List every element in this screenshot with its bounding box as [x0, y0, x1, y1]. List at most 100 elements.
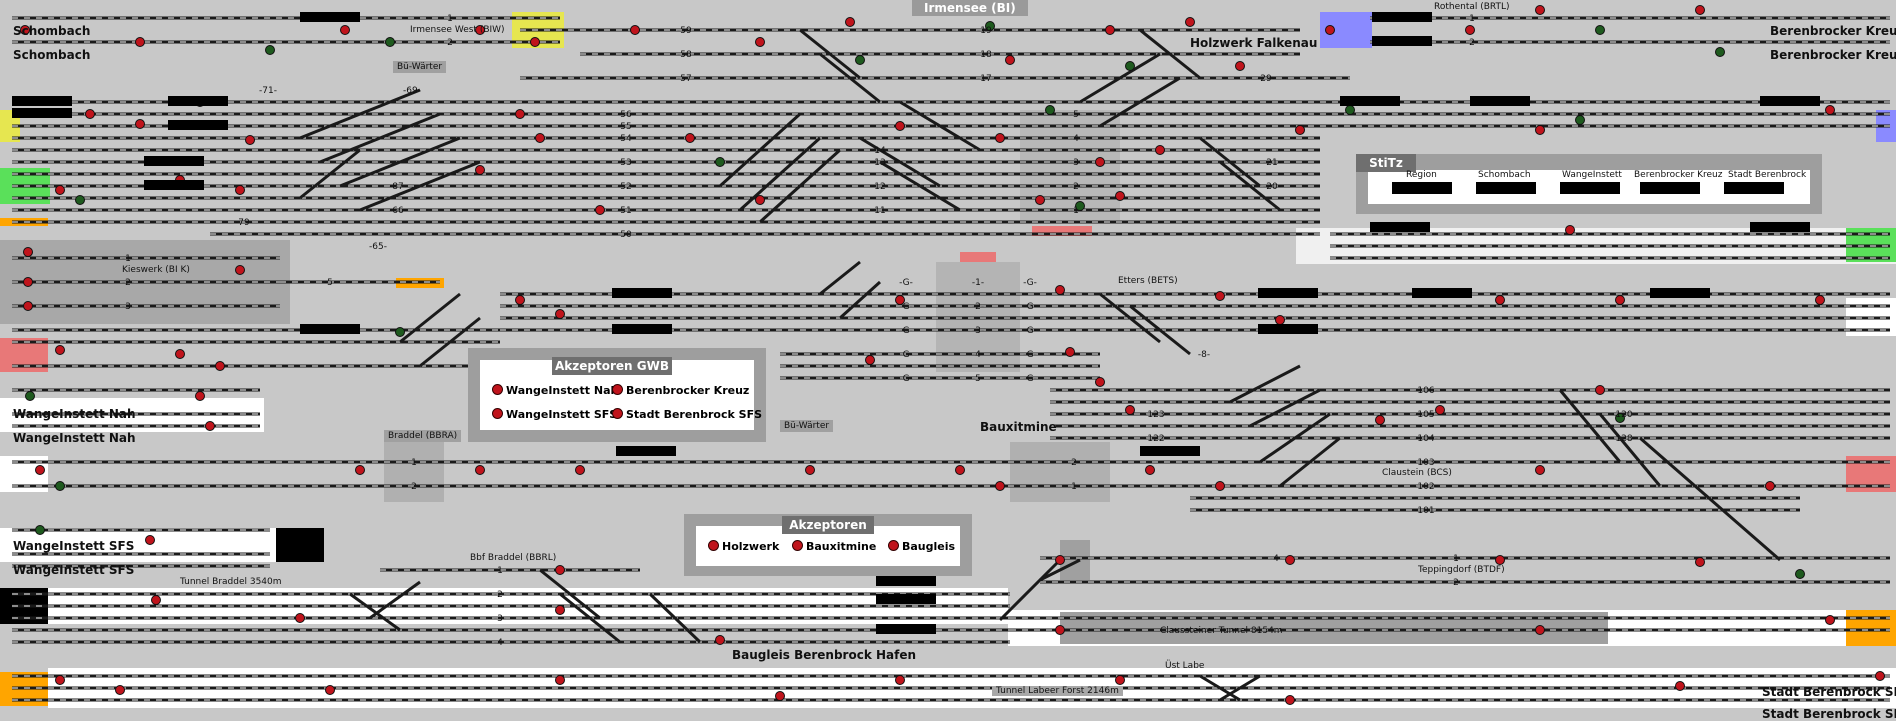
- signal-icon[interactable]: [475, 25, 485, 35]
- signal-icon[interactable]: [325, 685, 335, 695]
- signal-icon[interactable]: [805, 465, 815, 475]
- signal-icon[interactable]: [1235, 61, 1245, 71]
- signal-icon[interactable]: [895, 675, 905, 685]
- akzeptor-bauxitmine[interactable]: Bauxitmine: [792, 540, 876, 553]
- signal-icon[interactable]: [385, 37, 395, 47]
- signal-icon[interactable]: [1275, 315, 1285, 325]
- signal-icon[interactable]: [1075, 201, 1085, 211]
- signal-icon[interactable]: [685, 133, 695, 143]
- signal-icon[interactable]: [1285, 555, 1295, 565]
- signal-icon[interactable]: [895, 121, 905, 131]
- signal-icon[interactable]: [1495, 295, 1505, 305]
- signal-icon[interactable]: [1055, 555, 1065, 565]
- signal-icon[interactable]: [85, 109, 95, 119]
- signal-icon[interactable]: [530, 37, 540, 47]
- signal-icon[interactable]: [215, 361, 225, 371]
- signal-icon[interactable]: [1875, 671, 1885, 681]
- signal-icon[interactable]: [1055, 625, 1065, 635]
- signal-icon[interactable]: [1695, 5, 1705, 15]
- signal-icon[interactable]: [865, 355, 875, 365]
- signal-icon[interactable]: [775, 691, 785, 701]
- signal-icon[interactable]: [1215, 481, 1225, 491]
- signal-icon[interactable]: [25, 391, 35, 401]
- signal-icon[interactable]: [1035, 195, 1045, 205]
- signal-icon[interactable]: [715, 157, 725, 167]
- signal-icon[interactable]: [115, 685, 125, 695]
- signal-icon[interactable]: [1715, 47, 1725, 57]
- signal-icon[interactable]: [855, 55, 865, 65]
- signal-icon[interactable]: [1465, 25, 1475, 35]
- akzeptor-holzwerk[interactable]: Holzwerk: [708, 540, 779, 553]
- signal-icon[interactable]: [75, 195, 85, 205]
- signal-icon[interactable]: [1105, 25, 1115, 35]
- signal-icon[interactable]: [1155, 145, 1165, 155]
- signal-icon[interactable]: [205, 421, 215, 431]
- signal-icon[interactable]: [1495, 555, 1505, 565]
- signal-icon[interactable]: [1575, 115, 1585, 125]
- signal-icon[interactable]: [35, 525, 45, 535]
- signal-icon[interactable]: [1535, 125, 1545, 135]
- akzeptor-stadt-berenbrock-sfs[interactable]: Stadt Berenbrock SFS: [612, 408, 762, 421]
- signal-icon[interactable]: [1095, 157, 1105, 167]
- signal-icon[interactable]: [1795, 569, 1805, 579]
- signal-icon[interactable]: [1005, 55, 1015, 65]
- signal-icon[interactable]: [195, 391, 205, 401]
- signal-icon[interactable]: [1285, 695, 1295, 705]
- signal-icon[interactable]: [151, 595, 161, 605]
- signal-icon[interactable]: [23, 247, 33, 257]
- signal-icon[interactable]: [1765, 481, 1775, 491]
- signal-icon[interactable]: [475, 465, 485, 475]
- signal-icon[interactable]: [1045, 105, 1055, 115]
- signal-icon[interactable]: [145, 535, 155, 545]
- signal-icon[interactable]: [1815, 295, 1825, 305]
- signal-icon[interactable]: [535, 133, 545, 143]
- signal-icon[interactable]: [395, 327, 405, 337]
- akzeptor-wangeinstett-sfs[interactable]: WangeInstett SFS: [492, 408, 617, 421]
- signal-icon[interactable]: [35, 465, 45, 475]
- signal-icon[interactable]: [475, 165, 485, 175]
- signal-icon[interactable]: [23, 277, 33, 287]
- signal-icon[interactable]: [1325, 25, 1335, 35]
- signal-icon[interactable]: [1825, 615, 1835, 625]
- signal-icon[interactable]: [555, 605, 565, 615]
- signal-icon[interactable]: [55, 185, 65, 195]
- signal-icon[interactable]: [1215, 291, 1225, 301]
- signal-icon[interactable]: [715, 635, 725, 645]
- akzeptor-berenbrocker-kreuz[interactable]: Berenbrocker Kreuz: [612, 384, 749, 397]
- signal-icon[interactable]: [1125, 405, 1135, 415]
- signal-icon[interactable]: [1535, 465, 1545, 475]
- signal-icon[interactable]: [20, 25, 30, 35]
- signal-icon[interactable]: [1615, 295, 1625, 305]
- signal-icon[interactable]: [135, 37, 145, 47]
- signal-icon[interactable]: [995, 481, 1005, 491]
- signal-icon[interactable]: [845, 17, 855, 27]
- signal-icon[interactable]: [1565, 225, 1575, 235]
- signal-icon[interactable]: [555, 675, 565, 685]
- signal-icon[interactable]: [1185, 17, 1195, 27]
- signal-icon[interactable]: [1095, 377, 1105, 387]
- signal-icon[interactable]: [1825, 105, 1835, 115]
- signal-icon[interactable]: [755, 37, 765, 47]
- signal-icon[interactable]: [1375, 415, 1385, 425]
- signal-icon[interactable]: [245, 135, 255, 145]
- signal-icon[interactable]: [235, 265, 245, 275]
- signal-icon[interactable]: [1435, 405, 1445, 415]
- signal-icon[interactable]: [23, 301, 33, 311]
- signal-icon[interactable]: [1345, 105, 1355, 115]
- signal-icon[interactable]: [1595, 385, 1605, 395]
- signal-icon[interactable]: [895, 295, 905, 305]
- signal-icon[interactable]: [575, 465, 585, 475]
- signal-icon[interactable]: [55, 345, 65, 355]
- signal-icon[interactable]: [1675, 681, 1685, 691]
- signal-icon[interactable]: [55, 675, 65, 685]
- signal-icon[interactable]: [265, 45, 275, 55]
- signal-icon[interactable]: [1595, 25, 1605, 35]
- signal-icon[interactable]: [1115, 675, 1125, 685]
- signal-icon[interactable]: [1055, 285, 1065, 295]
- akzeptor-baugleis[interactable]: Baugleis: [888, 540, 955, 553]
- signal-icon[interactable]: [55, 481, 65, 491]
- signal-icon[interactable]: [1145, 465, 1155, 475]
- signal-icon[interactable]: [515, 109, 525, 119]
- signal-icon[interactable]: [295, 613, 305, 623]
- signal-icon[interactable]: [555, 565, 565, 575]
